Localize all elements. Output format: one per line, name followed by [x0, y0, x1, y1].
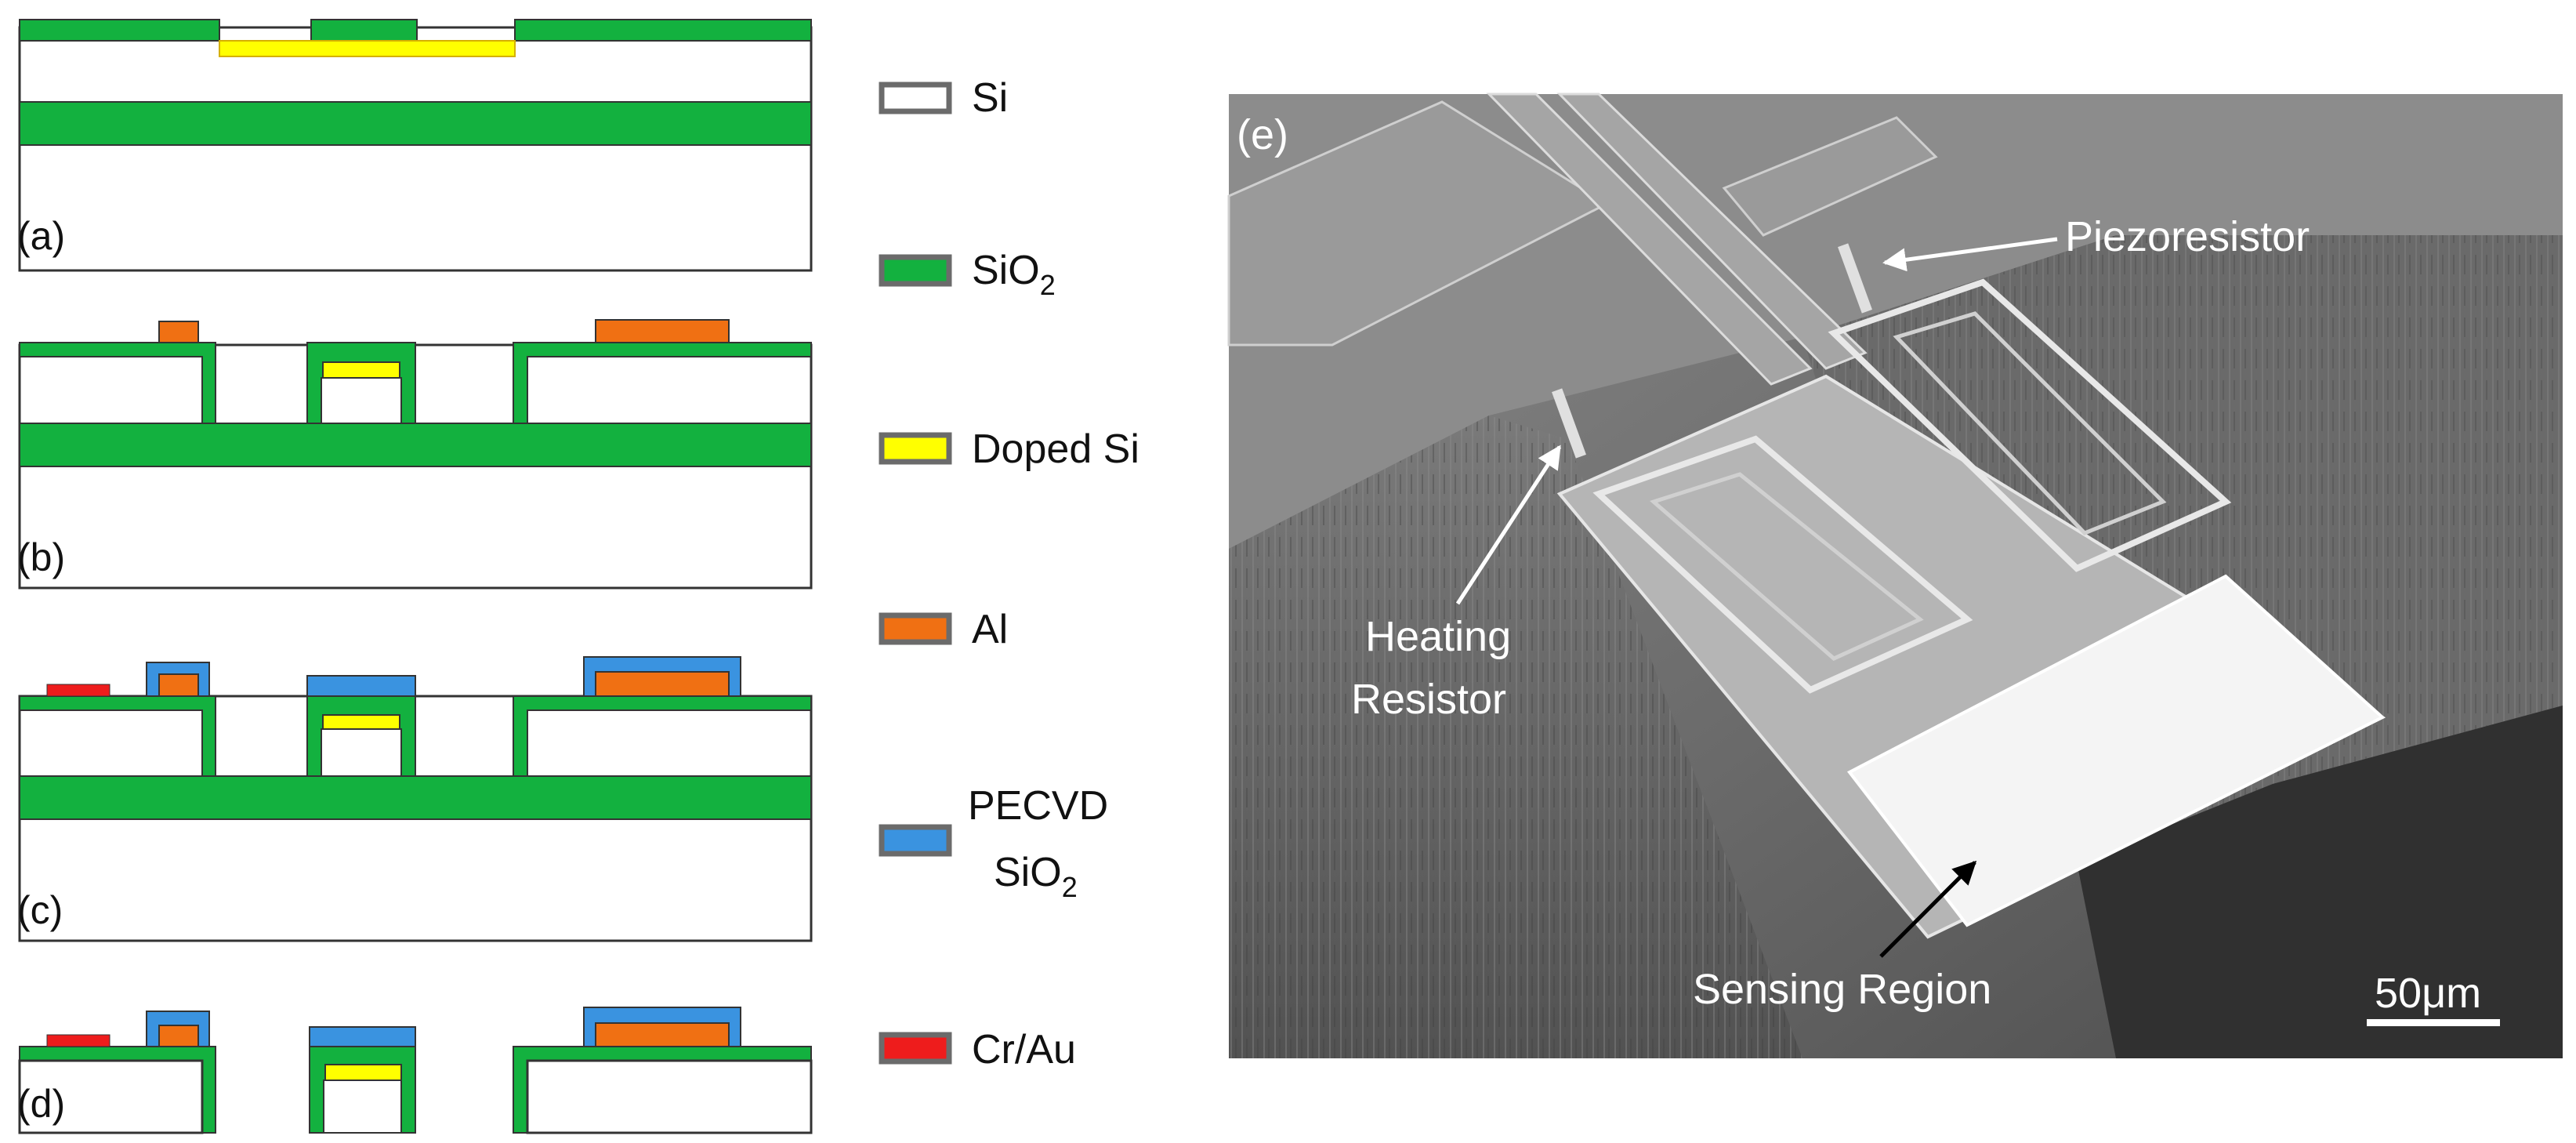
panel-e-sem-image: (e) Piezoresistor Heating Resistor Sensi… — [1227, 93, 2563, 1058]
legend-label-si: Si — [972, 75, 1008, 121]
top-oxide-right — [514, 19, 812, 42]
legend-swatch-doped-si — [879, 432, 952, 465]
al-pad-left — [158, 673, 199, 697]
pecvd-cap-mid — [309, 1026, 416, 1047]
crau-pad-left — [46, 1034, 111, 1047]
heating-resistor-arrow — [1455, 444, 1562, 605]
si-right-block — [526, 1059, 813, 1134]
panel-d: (d) — [17, 1007, 813, 1134]
sem-trace-1 — [1486, 93, 1813, 386]
top-oxide-left — [19, 19, 220, 42]
oxide-right-block — [513, 695, 812, 777]
si-left-block — [18, 1059, 204, 1134]
sem-sensing-region — [1846, 574, 2386, 927]
panel-label-a: (a) — [17, 214, 65, 258]
top-oxide-mid — [310, 19, 418, 42]
crau-pad-left — [46, 684, 111, 697]
legend-sio2-sub: 2 — [1040, 269, 1056, 301]
al-pad-left — [158, 1025, 199, 1047]
panel-b: (b) — [17, 319, 813, 590]
sem-dark-floor — [2077, 706, 2563, 1058]
sem-piezo-loop — [1828, 278, 2232, 572]
heating-resistor-label-line2: Resistor — [1351, 676, 1506, 723]
buried-oxide — [19, 775, 812, 820]
legend-swatch-sio2 — [879, 254, 952, 287]
legend-swatch-si — [879, 82, 952, 114]
al-pad-right — [595, 1022, 730, 1047]
al-pad-right — [595, 671, 730, 697]
sem-upper-pad-left — [1227, 100, 1610, 347]
doped-si-mid — [322, 361, 400, 379]
legend-swatch-pecvd — [879, 824, 952, 857]
oxide-right-block — [513, 342, 812, 424]
panel-label-e: (e) — [1237, 111, 1288, 158]
legend-pecvd-sio2-main: SiO — [994, 850, 1062, 895]
legend-label-crau: Cr/Au — [972, 1027, 1076, 1072]
heating-resistor-label-line1: Heating — [1365, 613, 1511, 660]
legend-swatch-crau — [879, 1032, 952, 1065]
al-pad-left — [158, 321, 199, 343]
sensing-region-arrow — [1879, 860, 1977, 958]
legend-pecvd-sio2-sub: 2 — [1062, 871, 1078, 903]
sem-trace-2 — [1556, 93, 1868, 370]
doped-si-mid — [322, 714, 400, 730]
sem-piezo-leg — [1838, 243, 1872, 314]
doped-si-mid — [324, 1064, 402, 1081]
al-pad-right — [595, 319, 730, 343]
piezoresistor-arrow — [1882, 237, 2058, 272]
scale-bar-label: 50μm — [2375, 970, 2481, 1017]
buried-oxide — [19, 101, 812, 146]
legend-label-pecvd-line1: PECVD — [968, 783, 1108, 829]
panel-label-c: (c) — [17, 888, 63, 932]
sem-upper-pad-right — [1722, 116, 1938, 237]
legend-label-pecvd-line2: SiO2 — [994, 850, 1078, 903]
sem-heater-loop — [1592, 435, 1973, 694]
panel-c: (c) — [17, 656, 813, 942]
pecvd-cap-mid — [306, 675, 416, 697]
doped-si-layer — [219, 40, 516, 57]
oxide-left-block — [19, 695, 216, 777]
panel-label-d: (d) — [17, 1082, 65, 1126]
oxide-left-block — [19, 342, 216, 424]
legend-label-sio2: SiO2 — [972, 248, 1056, 301]
legend-label-doped-si: Doped Si — [972, 426, 1139, 472]
sem-piezo-loop-inner — [1893, 311, 2167, 535]
legend-label-al: Al — [972, 607, 1008, 652]
sem-heater-leg — [1552, 388, 1586, 459]
sem-etched-wall-left-streaks — [1229, 415, 1802, 1058]
sem-heater-loop-inner — [1650, 472, 1924, 661]
piezoresistor-label: Piezoresistor — [2065, 213, 2310, 260]
legend-swatch-al — [879, 612, 952, 645]
buried-oxide — [19, 423, 812, 467]
material-legend: Si SiO2 Doped Si Al PECVD SiO2 Cr/Au — [879, 75, 1139, 1072]
panel-a: (a) — [17, 19, 813, 272]
scale-bar — [2367, 1019, 2500, 1026]
si-mid-block — [323, 1080, 402, 1134]
panel-label-b: (b) — [17, 535, 65, 579]
si-substrate — [18, 26, 813, 272]
sensing-region-label: Sensing Region — [1693, 966, 1991, 1013]
legend-sio2-main: SiO — [972, 248, 1040, 293]
